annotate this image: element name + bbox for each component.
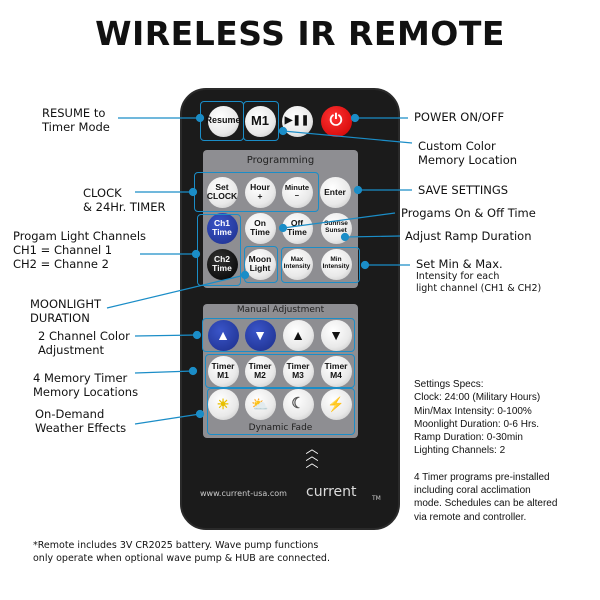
- on-time-button[interactable]: On Time: [244, 212, 276, 244]
- label-onoff: Progams On & Off Time: [401, 206, 536, 220]
- ch2-up-button[interactable]: ▲: [282, 319, 314, 351]
- moonlight-button[interactable]: Moon Light: [244, 248, 276, 280]
- dynamic-fade-label: Dynamic Fade: [248, 423, 313, 433]
- ch1-up-button[interactable]: ▲: [207, 319, 239, 351]
- set-clock-button[interactable]: Set CLOCK: [206, 176, 238, 208]
- moon-cloud-button[interactable]: ☾: [282, 388, 314, 420]
- highlight-channels: [197, 214, 241, 286]
- ch2-down-button[interactable]: ▼: [320, 319, 352, 351]
- label-line: Weather Effects: [35, 421, 127, 435]
- highlight-moonlight: [244, 246, 278, 283]
- programming-title: Programming: [246, 155, 315, 166]
- partly-cloudy-button[interactable]: ⛅: [244, 388, 276, 420]
- timer-m2-button[interactable]: Timer M2: [244, 355, 276, 387]
- ch1-time-button[interactable]: Ch1 Time: [206, 212, 238, 244]
- label-save: SAVE SETTINGS: [418, 183, 509, 197]
- ch1-down-button[interactable]: ▼: [244, 319, 276, 351]
- minute-button[interactable]: Minute −: [281, 176, 313, 208]
- highlight-minmax: [281, 247, 360, 283]
- footnote: *Remote includes 3V CR2025 battery. Wave…: [33, 540, 330, 565]
- highlight-clock: [194, 172, 319, 212]
- manual-title: Manual Adjustment: [236, 305, 325, 315]
- spec-line: Lighting Channels: 2: [414, 445, 506, 457]
- label-line: light channel (CH1 & CH2): [416, 283, 542, 294]
- ch2-time-button[interactable]: Ch2 Time: [206, 248, 238, 280]
- m1-button[interactable]: M1: [244, 105, 276, 137]
- label-line: On-Demand: [35, 407, 105, 421]
- label-line: 2 Channel Color: [38, 329, 130, 343]
- resume-button[interactable]: Resume: [206, 105, 241, 137]
- spec-line: Moonlight Duration: 0-6 Hrs.: [414, 418, 540, 430]
- label-line: DURATION: [30, 311, 90, 325]
- label-line: Set Min & Max.: [416, 257, 503, 271]
- spec-line: Clock: 24:00 (Military Hours): [414, 392, 541, 404]
- highlight-weather: [207, 388, 355, 435]
- spec-line: Min/Max Intensity: 0-100%: [414, 405, 532, 417]
- brand-logo: current: [306, 484, 357, 500]
- highlight-color: [202, 318, 355, 352]
- play-pause-button[interactable]: ▶❚❚: [281, 105, 313, 137]
- label-line: Custom Color: [418, 139, 496, 153]
- spec-line: Ramp Duration: 0-30min: [414, 432, 523, 444]
- enter-button[interactable]: Enter: [319, 176, 351, 208]
- storm-cloud-icon: ⚡: [327, 395, 345, 412]
- label-clock: CLOCK& 24Hr. TIMER: [83, 186, 165, 214]
- spec-line: including coral acclimation: [414, 485, 531, 497]
- label-line: Progam Light Channels: [13, 229, 147, 243]
- settings-specs: Settings Specs: Clock: 24:00 (Military Ho…: [414, 378, 557, 524]
- label-line: Adjustment: [38, 343, 105, 357]
- label-line: Timer Mode: [42, 120, 110, 134]
- hour-button[interactable]: Hour +: [244, 176, 276, 208]
- highlight-timer: [205, 354, 355, 388]
- max-intensity-button[interactable]: Max Intensity: [281, 248, 313, 280]
- highlight-m1: [243, 101, 279, 141]
- timer-m3-button[interactable]: Timer M3: [282, 355, 314, 387]
- footnote-line: only operate when optional wave pump & H…: [33, 552, 330, 564]
- sun-cloud-icon: ☀: [216, 395, 230, 412]
- label-line: CH2 = Channe 2: [13, 257, 109, 271]
- label-line: Memory Location: [418, 153, 518, 167]
- moon-icon: ☾: [291, 395, 305, 413]
- spec-line: 4 Timer programs pre-installed: [414, 471, 550, 483]
- page-title: WIRELESS IR REMOTE: [95, 14, 505, 53]
- trademark: TM: [372, 495, 381, 502]
- timer-m1-button[interactable]: Timer M1: [207, 355, 239, 387]
- label-line: MOONLIGHT: [30, 297, 102, 311]
- spec-line: mode. Schedules can be altered: [414, 498, 558, 510]
- wave-icon: ︿︿︿: [305, 442, 319, 471]
- website-text: www.current-usa.com: [200, 489, 287, 498]
- power-button[interactable]: ⏻: [320, 105, 352, 137]
- spec-line: via remote and controller.: [414, 511, 527, 523]
- partly-cloudy-icon: ⛅: [251, 395, 269, 412]
- label-line: Memory Locations: [33, 385, 139, 399]
- label-line: & 24Hr. TIMER: [83, 200, 166, 214]
- label-ramp: Adjust Ramp Duration: [405, 229, 532, 243]
- footnote-line: *Remote includes 3V CR2025 battery. Wave…: [33, 540, 319, 551]
- spec-line: Settings Specs:: [414, 379, 484, 390]
- timer-m4-button[interactable]: Timer M4: [320, 355, 352, 387]
- off-time-button[interactable]: Off Time: [281, 212, 313, 244]
- spec-line: [414, 458, 557, 471]
- label-line: CLOCK: [83, 186, 122, 200]
- highlight-resume: [200, 101, 244, 141]
- label-line: RESUME to: [42, 106, 106, 120]
- min-intensity-button[interactable]: Min Intensity: [320, 248, 352, 280]
- label-line: Intensity for each: [416, 271, 500, 282]
- label-line: 4 Memory Timer: [33, 371, 128, 385]
- label-power: POWER ON/OFF: [414, 110, 505, 124]
- label-line: CH1 = Channel 1: [13, 243, 113, 257]
- sunny-cloud-button[interactable]: ☀: [207, 388, 239, 420]
- sunrise-sunset-button[interactable]: Sunrise Sunset: [320, 212, 352, 244]
- storm-button[interactable]: ⚡: [320, 388, 352, 420]
